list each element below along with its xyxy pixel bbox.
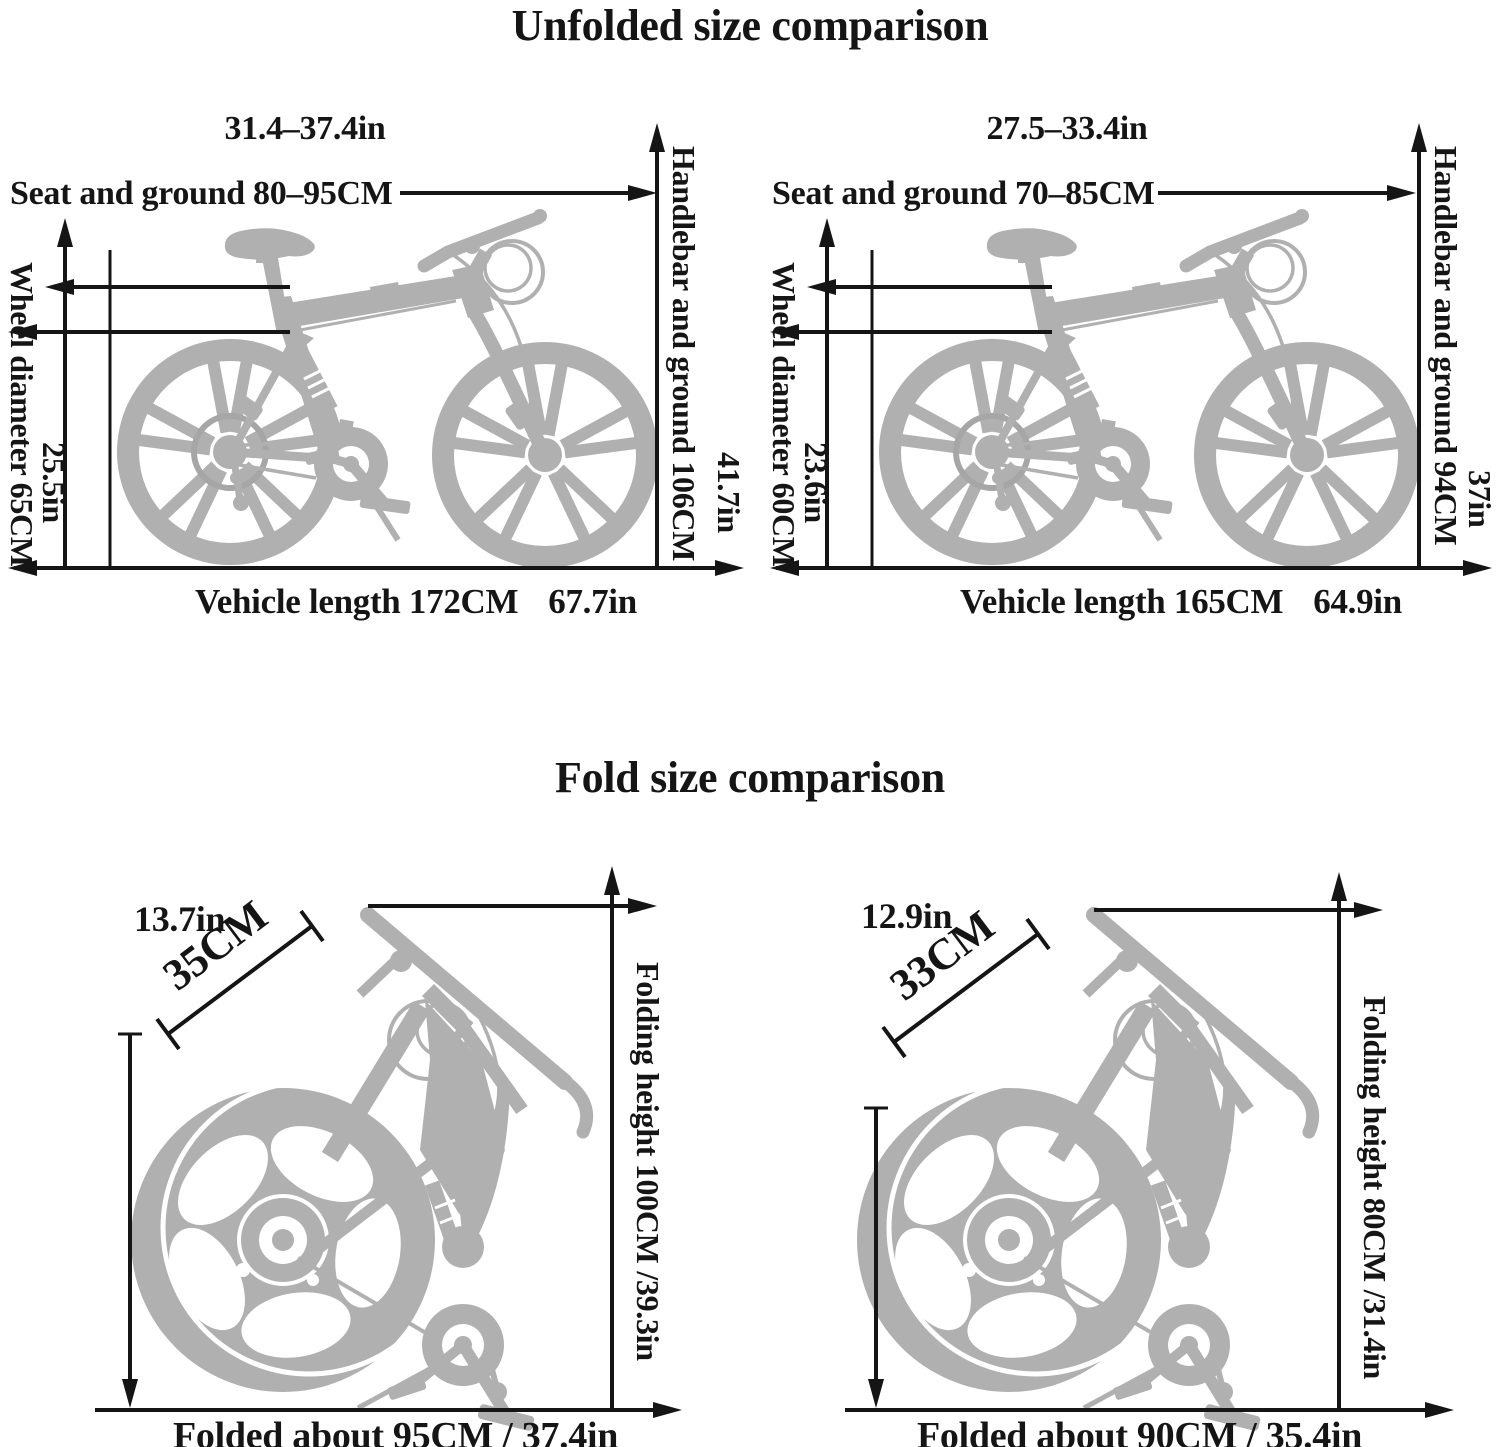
unfolded-left-vehicle-length: Vehicle length 172CM [195, 582, 519, 621]
folded-bike-left [131, 915, 587, 1432]
unfolded-right-vehicle-length: Vehicle length 165CM [960, 582, 1284, 621]
unfolded-bike-left [117, 209, 658, 568]
dimension-lines-folded-right [845, 872, 1454, 1418]
unfolded-left-handlebar-ground: Handlebar and ground 106CM [666, 146, 702, 562]
folded-left-folding-height: Folding height 100CM /39.3in [630, 962, 666, 1361]
unfolded-left-vehicle-length-row: Vehicle length 172CM 67.7in [195, 582, 637, 622]
unfolded-right-handlebar-ground: Handlebar and ground 94CM [1428, 146, 1464, 546]
unfolded-right-height-range: 27.5–33.4in [986, 110, 1148, 147]
folded-left-width-in: 13.7in [134, 899, 226, 939]
dimension-lines-unfolded-left [8, 123, 744, 576]
unfolded-left-vehicle-length-in: 67.7in [548, 582, 637, 621]
unfolded-left-height-range: 31.4–37.4in [224, 110, 386, 147]
folded-right-folding-height: Folding height 80CM /31.4in [1357, 996, 1393, 1380]
unfolded-right-handlebar-ground-in: 37in [1462, 470, 1498, 528]
folded-section-title: Fold size comparison [555, 753, 945, 802]
unfolded-left-seat-ground: Seat and ground 80–95CM [10, 175, 393, 212]
unfolded-right-wheel-diameter-in: 23.6in [798, 442, 834, 523]
unfolded-right-vehicle-length-in: 64.9in [1313, 582, 1402, 621]
folded-right-folded-about: Folded about 90CM / 35.4in [917, 1415, 1363, 1447]
unfolded-bike-right [879, 209, 1420, 568]
dimension-lines-unfolded-right [770, 123, 1492, 576]
unfolded-left-wheel-diameter-in: 25.5in [36, 442, 72, 523]
folded-left-folded-about: Folded about 95CM / 37.4in [173, 1415, 619, 1447]
folded-right-width-in: 12.9in [861, 896, 953, 936]
unfolded-right-seat-ground: Seat and ground 70–85CM [772, 175, 1155, 212]
unfolded-left-handlebar-ground-in: 41.7in [711, 452, 747, 533]
dimension-lines-folded-left [95, 866, 682, 1418]
unfolded-section-title: Unfolded size comparison [511, 1, 989, 50]
unfolded-right-vehicle-length-row: Vehicle length 165CM 64.9in [960, 582, 1402, 622]
